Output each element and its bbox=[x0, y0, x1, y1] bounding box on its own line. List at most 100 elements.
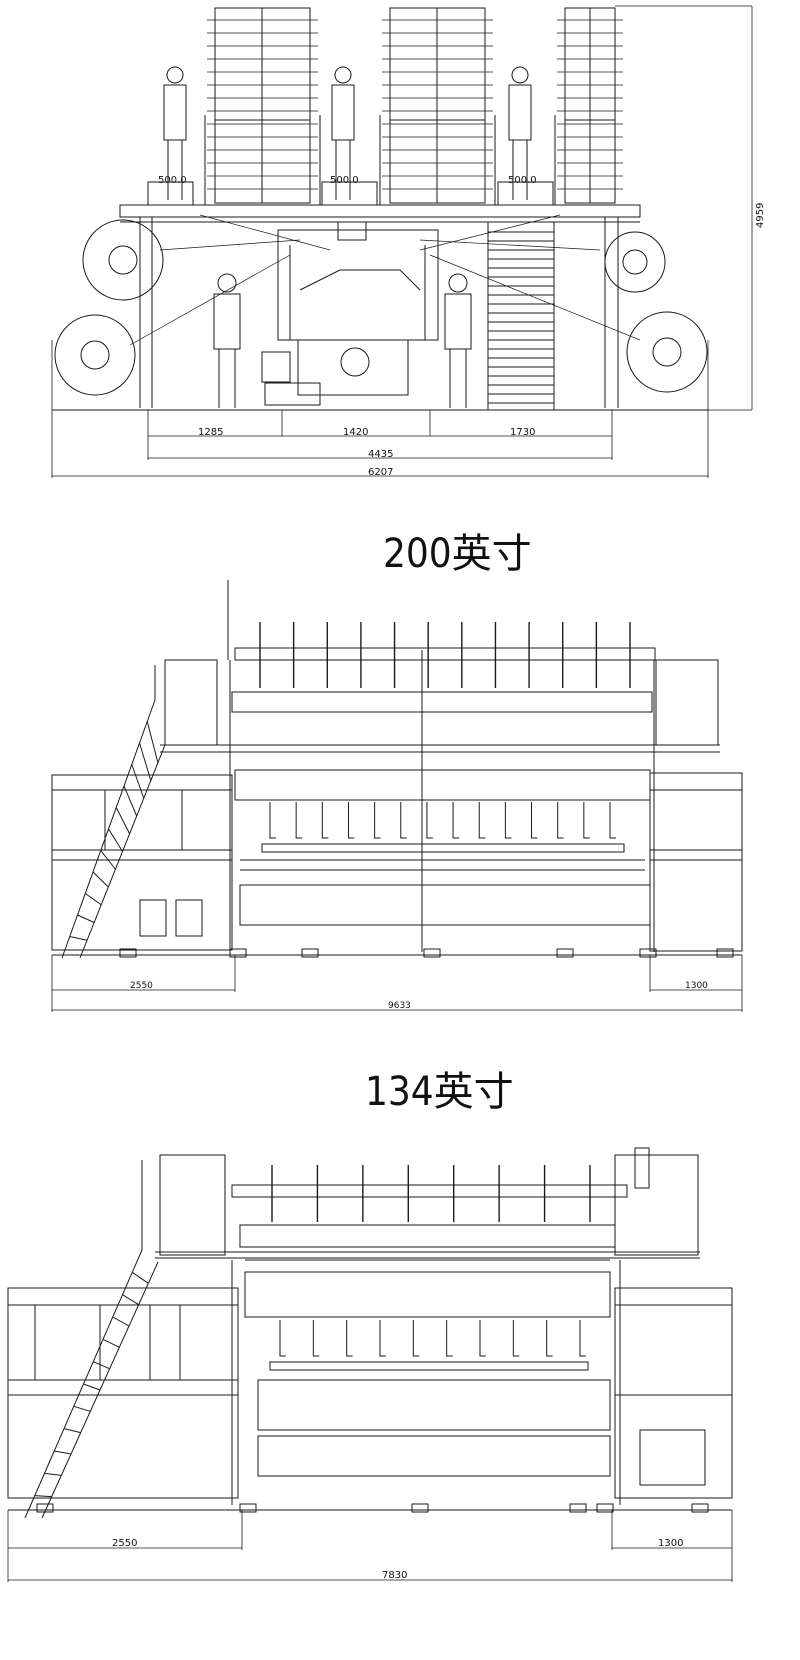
ladder-rung bbox=[83, 1383, 101, 1391]
dimension-7830: 7830 bbox=[382, 1570, 407, 1581]
warp-beam-left-upper bbox=[82, 219, 164, 301]
needle-hook bbox=[446, 1320, 453, 1357]
access-ladder bbox=[61, 665, 166, 959]
dimension-1285: 1285 bbox=[198, 427, 223, 438]
knitting-bed bbox=[231, 1259, 621, 1505]
view-title-134: 134英寸 bbox=[365, 1069, 514, 1115]
ladder-rung bbox=[131, 1271, 149, 1284]
needle-hook bbox=[557, 802, 564, 839]
needle-hook bbox=[379, 1320, 386, 1357]
knitting-bed bbox=[234, 769, 651, 926]
machine-foot bbox=[239, 1503, 257, 1513]
ladder-rung bbox=[112, 1316, 130, 1327]
dimension-lines bbox=[51, 955, 743, 1012]
machine-foot bbox=[411, 1503, 429, 1513]
warp-yarn-paths bbox=[129, 214, 641, 346]
warp-beam-right-lower bbox=[626, 311, 708, 393]
yarn-guide-bar bbox=[231, 1184, 628, 1198]
ladder-rung bbox=[34, 1495, 52, 1498]
machine-foot bbox=[716, 948, 734, 958]
machine-foot bbox=[569, 1503, 587, 1513]
warp-beam-right-upper bbox=[604, 231, 666, 293]
dimension-9633: 9633 bbox=[388, 1001, 411, 1011]
machine-foot bbox=[596, 1503, 614, 1513]
ladder-rung bbox=[73, 1405, 91, 1412]
needle-hook bbox=[609, 802, 616, 839]
needle-hook bbox=[479, 1320, 486, 1357]
needle-hook bbox=[512, 1320, 520, 1357]
ladder-rung bbox=[139, 742, 152, 781]
ladder-rung bbox=[102, 1338, 120, 1348]
access-ladder bbox=[24, 1160, 159, 1519]
machine-foot bbox=[423, 948, 441, 958]
dimension-6207: 6207 bbox=[368, 467, 393, 478]
ladder-rung bbox=[92, 871, 109, 888]
platform-mark-1: 500.0 bbox=[158, 175, 187, 186]
knitting-machine-body bbox=[261, 221, 439, 406]
platform-mark-3: 500.0 bbox=[508, 175, 537, 186]
ladder-rung bbox=[44, 1472, 62, 1476]
front-view-200: 2550 1300 9633 bbox=[51, 580, 743, 1012]
left-cabinet bbox=[7, 1287, 239, 1499]
operator-figure bbox=[444, 273, 472, 408]
dimension-height: 4959 bbox=[755, 203, 766, 228]
ladder-rung bbox=[146, 721, 159, 763]
upper-platform bbox=[119, 204, 641, 218]
ladder-rung bbox=[54, 1450, 72, 1455]
creel-frames bbox=[204, 7, 616, 205]
front-view-134: 2550 1300 7830 bbox=[7, 1147, 733, 1582]
operator-figure bbox=[213, 273, 241, 408]
needle-hook bbox=[478, 802, 486, 839]
dimension-1420: 1420 bbox=[343, 427, 368, 438]
ladder-rung bbox=[84, 893, 102, 906]
needle-hook bbox=[347, 802, 355, 839]
machine-feet bbox=[36, 1503, 709, 1513]
ladder-rung bbox=[93, 1361, 110, 1370]
view-title-200: 200英寸 bbox=[383, 531, 532, 577]
needle-hook bbox=[312, 1320, 320, 1357]
machine-foot bbox=[301, 948, 319, 958]
platform-mark-2: 500.0 bbox=[330, 175, 359, 186]
ladder-rung bbox=[77, 914, 95, 923]
needle-hook bbox=[452, 802, 460, 839]
dimension-1730: 1730 bbox=[510, 427, 535, 438]
dimension-lines bbox=[7, 1510, 733, 1582]
left-cabinet bbox=[51, 774, 233, 951]
machine-foot bbox=[556, 948, 574, 958]
dimension-2550: 2550 bbox=[130, 981, 153, 991]
dimension-4435: 4435 bbox=[368, 449, 393, 460]
ladder-rung bbox=[108, 828, 123, 852]
creel-cross-bars bbox=[207, 19, 623, 190]
machine-foot bbox=[691, 1503, 709, 1513]
needle-hook bbox=[546, 1320, 553, 1357]
operator-figure bbox=[508, 66, 532, 200]
ladder-rung bbox=[122, 1294, 139, 1306]
access-stairs bbox=[487, 221, 555, 411]
needle-hook bbox=[279, 1320, 286, 1357]
dimension-2550: 2550 bbox=[112, 1538, 137, 1549]
ladder-rung bbox=[123, 785, 138, 817]
dimension-1300: 1300 bbox=[658, 1538, 683, 1549]
ladder-rung bbox=[69, 936, 88, 941]
needle-hook bbox=[583, 802, 590, 839]
needle-hook bbox=[321, 802, 329, 839]
machine-foot bbox=[119, 948, 137, 958]
right-cabinet bbox=[649, 772, 743, 952]
machine-foot bbox=[639, 948, 657, 958]
needle-hook bbox=[295, 802, 303, 839]
warp-beam-left-lower bbox=[54, 314, 136, 396]
needle-hook bbox=[579, 1320, 586, 1357]
needle-hook bbox=[504, 802, 512, 839]
needle-hook bbox=[531, 802, 538, 839]
ladder-rung bbox=[63, 1428, 81, 1434]
operator-figure bbox=[163, 66, 187, 200]
dimension-lines bbox=[51, 5, 753, 478]
needle-hook bbox=[426, 802, 433, 839]
ladder-rung bbox=[115, 807, 131, 834]
machine-foot bbox=[229, 948, 247, 958]
machine-foot bbox=[36, 1503, 54, 1513]
dimension-1300: 1300 bbox=[685, 981, 708, 991]
right-cabinet bbox=[614, 1287, 733, 1499]
